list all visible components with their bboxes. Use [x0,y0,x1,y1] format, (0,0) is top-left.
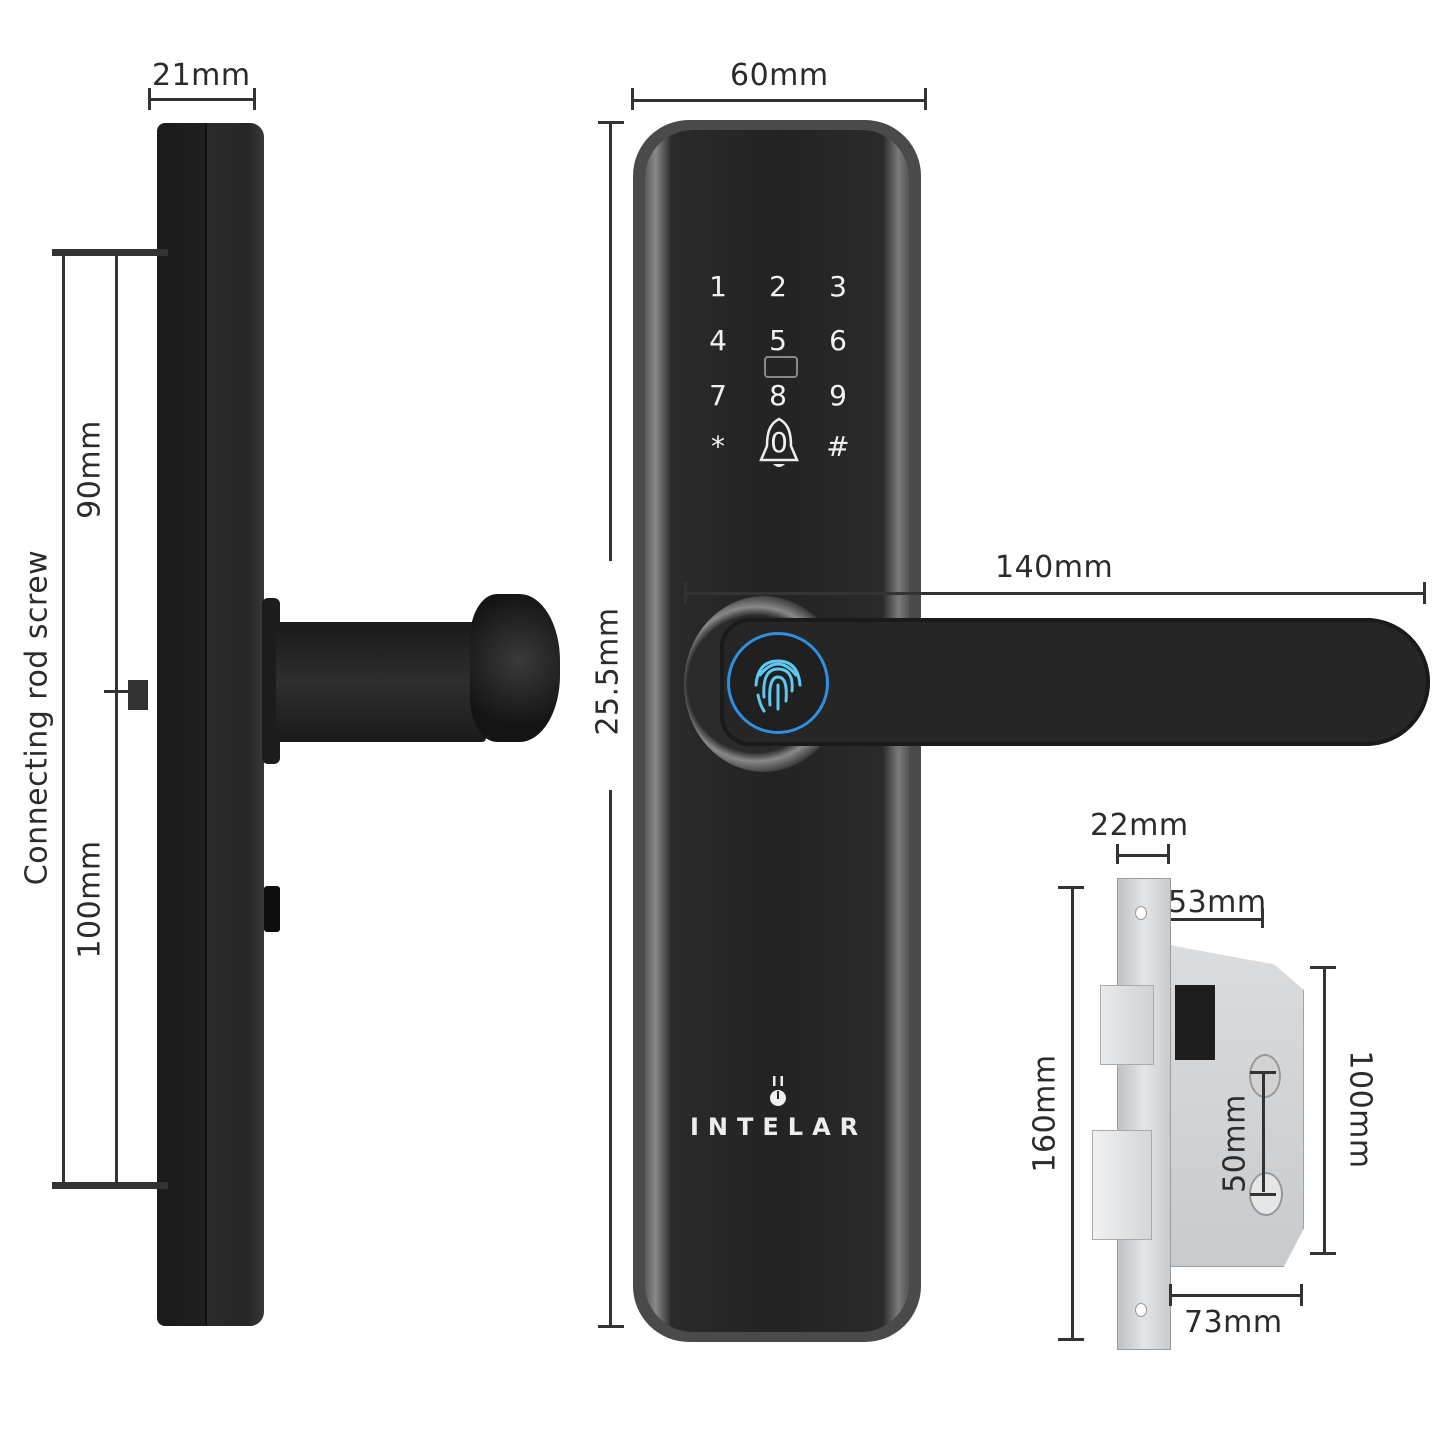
handle-length-label: 140mm [995,550,1114,585]
side-width-label: 21mm [152,58,251,93]
key-2[interactable]: 2 [769,270,787,303]
screw-hole [1135,1303,1147,1317]
upper-spacing-label: 90mm [72,420,108,519]
brand-name: INTELAR [690,1113,868,1141]
dim-tick [148,88,151,110]
lower-spacing-label: 100mm [72,840,108,959]
dim-tick [1250,1071,1276,1074]
faceplate-dim-line [1117,854,1169,857]
lock-side-body [157,123,264,1326]
dim-tick [1423,582,1426,604]
spindle-hole-upper [1249,1054,1281,1098]
fingerprint-sensor[interactable] [727,632,829,734]
rod-caption: Connecting rod screw [19,549,55,886]
latch-bolt [1100,985,1154,1065]
brand-logo-icon [770,1076,786,1106]
latch-spring-cavity [1175,985,1215,1060]
dim-tick [1300,1284,1303,1306]
body-depth-dim-line [1170,1294,1302,1297]
backset-dim-line [1170,918,1262,921]
side-width-dim-line [148,98,256,101]
mid-tick [104,690,128,693]
side-seam [205,123,207,1326]
dim-tick [598,1325,624,1328]
dim-tick [924,88,927,110]
side-handle-neck [276,622,486,742]
side-latch-knob [264,886,280,932]
total-height-label: 160mm [1027,1054,1063,1173]
key-4[interactable]: 4 [709,324,727,357]
mortise-faceplate [1117,878,1171,1350]
screw-top-bar [52,249,168,256]
key-1[interactable]: 1 [709,270,727,303]
dim-tick [1310,1252,1336,1255]
key-6[interactable]: 6 [829,324,847,357]
dim-tick [1169,1284,1172,1306]
body-height-label: 100mm [1342,1050,1378,1169]
front-width-label: 60mm [730,58,829,93]
dim-tick [1058,1338,1084,1341]
inner-dim-line [115,256,118,1184]
front-width-dim-line [631,99,927,102]
key-5[interactable]: 5 [769,324,787,357]
side-handle-end [470,594,560,742]
center-distance-line [1262,1072,1265,1192]
key-star[interactable]: * [711,430,725,463]
dim-tick [631,88,634,110]
body-height-dim-line [1323,966,1326,1254]
key-0[interactable]: 0 [770,426,788,459]
body-depth-label: 73mm [1184,1305,1283,1340]
card-icon [764,356,798,378]
outer-dim-line [62,256,65,1184]
center-distance-label: 50mm [1217,1094,1253,1193]
total-height-dim-line [1071,886,1074,1340]
faceplate-width-label: 22mm [1090,808,1189,843]
key-hash[interactable]: # [826,430,850,463]
key-9[interactable]: 9 [829,379,847,412]
lever-handle[interactable] [720,618,1430,746]
key-3[interactable]: 3 [829,270,847,303]
dim-tick [1167,844,1170,864]
backset-label: 53mm [1168,885,1267,920]
fingerprint-icon [754,659,802,713]
dim-tick [253,88,256,110]
dim-tick [1116,844,1119,864]
handle-dim-line [684,592,1426,595]
rod-screw-marker [128,680,148,710]
dead-bolt [1092,1130,1152,1240]
screw-bottom-bar [52,1182,168,1189]
dim-tick [1250,1193,1276,1196]
dim-tick [1261,908,1264,928]
height-dim-line-lower [609,790,612,1327]
side-handle [262,598,280,764]
bell-icon [759,417,799,467]
dim-tick [684,582,687,604]
key-8[interactable]: 8 [769,379,787,412]
screw-hole [1135,906,1147,920]
height-dim-line-upper [609,121,612,561]
key-7[interactable]: 7 [709,379,727,412]
front-height-label: 25.5mm [590,607,626,736]
